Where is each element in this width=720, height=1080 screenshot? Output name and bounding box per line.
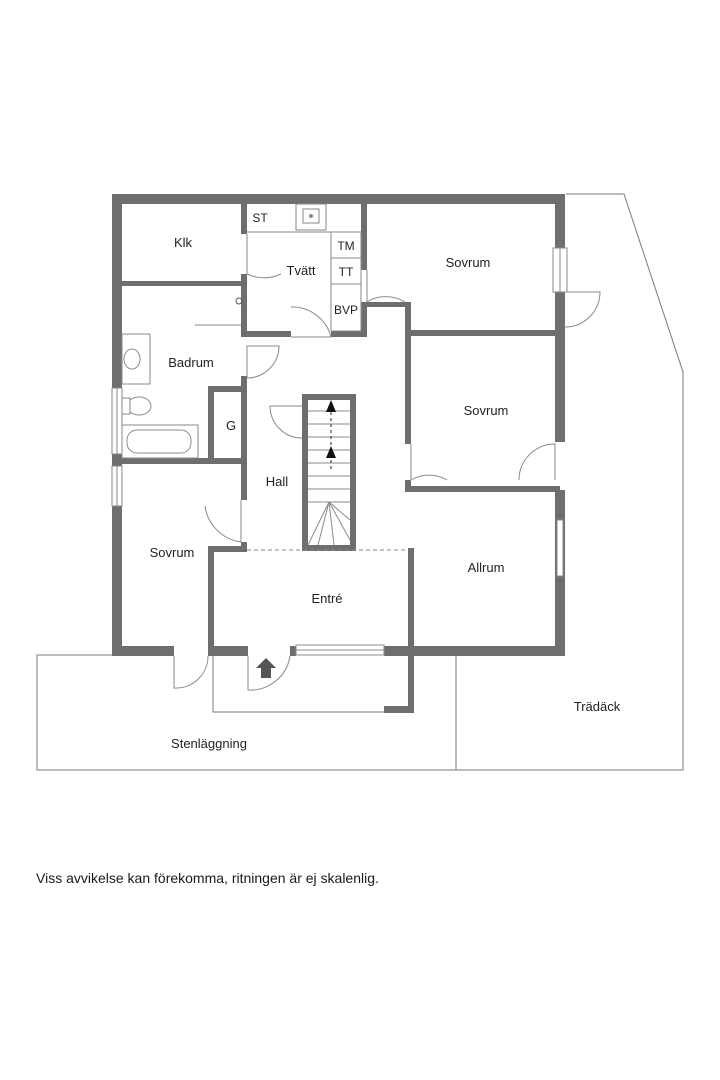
room-label-tt: TT <box>339 265 354 279</box>
room-label-tm: TM <box>337 239 354 253</box>
windows <box>111 247 568 656</box>
paving-outline <box>36 654 456 771</box>
entrance-arrow-icon <box>256 658 276 678</box>
room-label-allrum: Allrum <box>468 560 505 575</box>
terrace-outline <box>455 193 684 771</box>
room-label-entre: Entré <box>311 591 342 606</box>
room-label-sovrum-ne: Sovrum <box>446 255 491 270</box>
room-label-g: G <box>226 418 236 433</box>
room-label-sovrum-w: Sovrum <box>150 545 195 560</box>
room-label-st: ST <box>252 211 268 225</box>
area-label-tradack: Trädäck <box>574 699 621 714</box>
disclaimer-text: Viss avvikelse kan förekomma, ritningen … <box>36 870 379 886</box>
stairs <box>307 400 351 546</box>
interior-walls <box>122 204 560 656</box>
room-label-badrum: Badrum <box>168 355 214 370</box>
room-label-hall: Hall <box>266 474 289 489</box>
room-labels: Klk ST Tvätt TM TT BVP Sovrum Sovrum Bad… <box>150 211 621 751</box>
porch-outline <box>212 650 414 713</box>
doors <box>173 234 601 691</box>
room-label-tvatt: Tvätt <box>287 263 316 278</box>
room-label-klk: Klk <box>174 235 193 250</box>
room-label-bvp: BVP <box>334 303 358 317</box>
room-label-sovrum-e: Sovrum <box>464 403 509 418</box>
area-label-stenlaggning: Stenläggning <box>171 736 247 751</box>
fixtures <box>121 203 362 459</box>
toilet-icon <box>126 396 152 416</box>
